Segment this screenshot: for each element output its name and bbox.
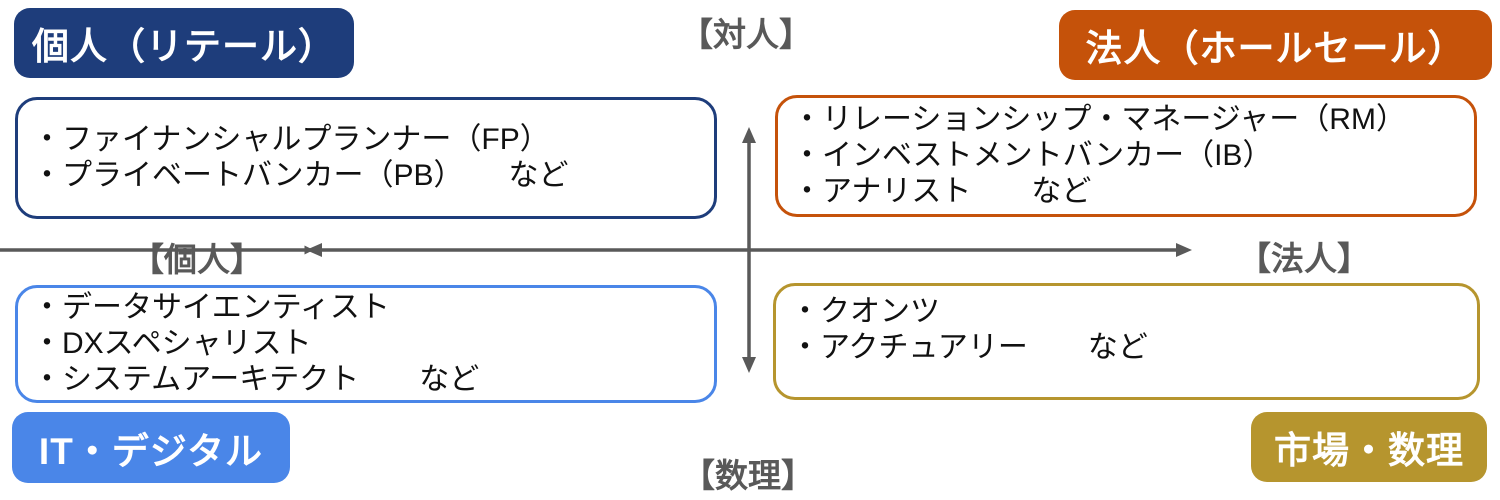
right-arrowhead: [1176, 243, 1192, 257]
badge-retail: 個人（リテール）: [14, 8, 354, 78]
axis-label-right: 【法人】: [1238, 240, 1370, 277]
quadrant-box-it-digital: ・データサイエンティスト ・DXスペシャリスト ・システムアーキテクト など: [15, 285, 717, 403]
quadrant-box-retail: ・ファイナンシャルプランナー（FP） ・プライベートバンカー（PB） など: [15, 97, 717, 219]
badge-market-math: 市場・数理: [1251, 412, 1487, 482]
down-arrowhead: [742, 357, 756, 373]
list-item: ・クオンツ: [790, 295, 940, 328]
axis-label-bottom: 【数理】: [682, 457, 814, 494]
list-item: ・リレーションシップ・マネージャー（RM）: [792, 103, 1406, 136]
badge-wholesale: 法人（ホールセール）: [1059, 10, 1492, 80]
up-arrowhead: [742, 127, 756, 143]
list-item: ・ファイナンシャルプランナー（FP）: [32, 123, 550, 156]
badge-it-digital: IT・デジタル: [12, 412, 290, 483]
quadrant-box-wholesale: ・リレーションシップ・マネージャー（RM） ・インベストメントバンカー（IB） …: [775, 95, 1477, 217]
list-item: ・アナリスト など: [792, 175, 1092, 208]
axis-label-top: 【対人】: [680, 16, 812, 53]
list-item: ・システムアーキテクト など: [32, 363, 480, 396]
left-arrowhead: [306, 243, 322, 257]
list-item: ・DXスペシャリスト: [32, 327, 312, 360]
list-item: ・データサイエンティスト: [32, 291, 390, 324]
quadrant-box-market-math: ・クオンツ ・アクチュアリー など: [773, 283, 1480, 400]
list-item: ・インベストメントバンカー（IB）: [792, 139, 1273, 172]
axis-label-left: 【個人】: [131, 241, 263, 278]
list-item: ・アクチュアリー など: [790, 331, 1148, 364]
list-item: ・プライベートバンカー（PB） など: [32, 159, 569, 192]
